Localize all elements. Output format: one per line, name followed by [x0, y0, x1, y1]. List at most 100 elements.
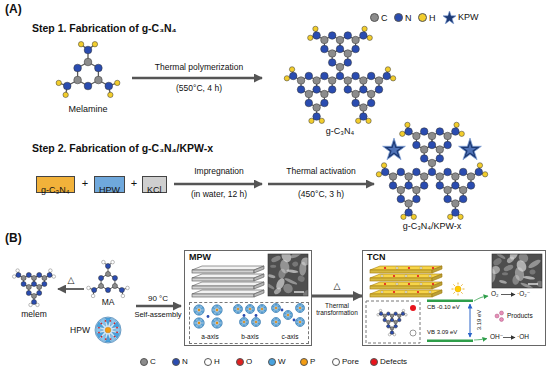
atom [360, 86, 368, 94]
wo6-octahedron [237, 305, 239, 308]
sem-particle [523, 275, 535, 280]
atom [328, 59, 336, 67]
wo6-octahedron [201, 307, 204, 309]
atom [379, 309, 382, 312]
atom [367, 90, 375, 98]
reaction-arrow [501, 294, 515, 295]
label: Step 2. Fabrication of g-C₃N₄/KPW-x [32, 142, 213, 154]
atom [413, 141, 421, 149]
atom [105, 287, 110, 292]
wo6-octahedron [246, 308, 249, 310]
atom [21, 281, 26, 286]
light-ray [453, 292, 454, 293]
sem-particle [508, 254, 520, 261]
wo6-octahedron [299, 310, 301, 313]
legend-item: O [236, 352, 252, 370]
atom [475, 168, 483, 176]
slab-side [254, 282, 264, 289]
atom [448, 214, 453, 219]
hpw-cluster [272, 318, 281, 327]
electron-transfer [474, 296, 488, 301]
pore-site [420, 267, 422, 269]
sem-particle [496, 254, 506, 260]
atom [375, 86, 383, 94]
atom [31, 293, 36, 298]
atom [21, 275, 26, 280]
legend-item: H [204, 352, 220, 370]
label: △ [68, 275, 75, 285]
wo6-octahedron [96, 327, 103, 333]
material-panel: TCN [362, 250, 546, 346]
cluster-body [252, 318, 261, 327]
atom [352, 99, 360, 107]
wo6-octahedron [261, 311, 263, 314]
sem-particle [270, 255, 281, 264]
atom [84, 46, 92, 54]
wo6-octahedron [261, 305, 263, 308]
atom [321, 36, 329, 44]
cluster-body [258, 305, 267, 314]
melem-site [243, 314, 246, 317]
wo6-octahedron [237, 311, 239, 314]
kpw-star-core [464, 143, 476, 155]
hpw-cluster [240, 318, 249, 327]
hpw-cluster [258, 305, 267, 314]
legend-swatch [268, 358, 276, 366]
wo6-octahedron [100, 318, 106, 326]
wo6-octahedron [273, 304, 275, 307]
atom [328, 32, 336, 40]
phosphorus-atom [216, 322, 218, 324]
slab-top [370, 290, 442, 294]
atom [458, 214, 463, 219]
atom [400, 131, 405, 136]
melem-site [207, 315, 210, 318]
wo6-octahedron [105, 335, 111, 342]
atom [26, 272, 31, 277]
wo6-octahedron [194, 309, 197, 311]
defect-site [393, 275, 395, 277]
sem-image [492, 254, 542, 288]
legend-text: N [182, 357, 188, 366]
slab-front [192, 278, 254, 281]
atom [63, 92, 68, 97]
hpw-cluster [296, 318, 305, 327]
defect-site [393, 291, 395, 293]
atom [375, 77, 383, 85]
label: O₂ [491, 290, 499, 297]
wo6-octahedron [263, 306, 266, 308]
wo6-octahedron [234, 308, 237, 310]
cluster-body [272, 318, 281, 327]
atom [36, 303, 40, 307]
atom [381, 168, 389, 176]
atom [99, 275, 104, 280]
hpw-cluster [212, 318, 222, 328]
wo6-octahedron [284, 314, 287, 316]
atom [95, 76, 103, 84]
atom [459, 186, 467, 194]
phosphorus-atom [255, 321, 257, 323]
slab-top [192, 266, 264, 270]
defect-site [432, 267, 434, 269]
wo6-octahedron [196, 318, 198, 321]
cluster-body [246, 305, 255, 314]
label: g-C₃N₄ [326, 126, 354, 136]
atom [108, 92, 113, 97]
label: Step 1. Fabrication of g-C₃N₄ [32, 22, 177, 34]
sem-image [268, 254, 308, 296]
wo6-octahedron [290, 314, 293, 316]
cluster-body [194, 305, 204, 315]
band-gap-arrow [470, 304, 471, 337]
melamine-molecule [56, 42, 120, 98]
legend-swatch [418, 13, 427, 22]
wo6-octahedron [301, 309, 303, 312]
atom [397, 168, 405, 176]
atom [112, 275, 117, 280]
atom [444, 186, 452, 194]
wo6-octahedron [259, 305, 261, 308]
wo6-octahedron [216, 305, 218, 308]
wo6-octahedron [234, 310, 237, 312]
atom [405, 128, 413, 136]
atom [78, 42, 83, 47]
wo6-octahedron [198, 305, 200, 308]
atom [328, 50, 336, 58]
